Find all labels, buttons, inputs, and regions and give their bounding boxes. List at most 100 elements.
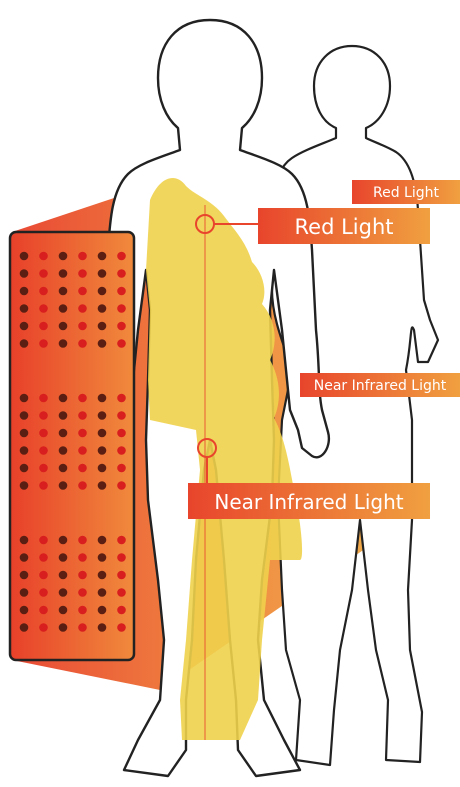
led-dot	[78, 252, 87, 261]
led-dot	[78, 339, 87, 348]
led-dot	[39, 339, 48, 348]
led-dot	[117, 588, 126, 597]
led-dot	[59, 571, 68, 580]
led-dot	[117, 536, 126, 545]
led-dot	[98, 252, 107, 261]
led-dot	[78, 588, 87, 597]
led-dot	[20, 623, 29, 632]
led-dot	[98, 394, 107, 403]
led-dot	[39, 464, 48, 473]
led-dot	[78, 571, 87, 580]
led-dot	[39, 304, 48, 313]
back-nir-label-text: Near Infrared Light	[314, 378, 447, 394]
led-dot	[98, 322, 107, 331]
led-dot	[117, 464, 126, 473]
led-dot	[78, 481, 87, 490]
led-dot	[59, 411, 68, 420]
led-dot	[78, 287, 87, 296]
led-dot	[39, 322, 48, 331]
led-dot	[39, 429, 48, 438]
led-dot	[59, 464, 68, 473]
back-red-light-label: Red Light	[352, 180, 460, 204]
led-dot	[98, 536, 107, 545]
led-dot	[59, 322, 68, 331]
led-dot	[98, 481, 107, 490]
led-dot	[20, 571, 29, 580]
led-dot	[20, 536, 29, 545]
led-dot	[39, 536, 48, 545]
led-dot	[59, 553, 68, 562]
back-red-light-label-text: Red Light	[373, 185, 439, 201]
led-dot	[39, 394, 48, 403]
led-dot	[78, 553, 87, 562]
led-dot	[98, 429, 107, 438]
led-dot	[98, 269, 107, 278]
led-dot	[39, 623, 48, 632]
led-dot	[78, 322, 87, 331]
led-dot	[20, 269, 29, 278]
led-dot	[59, 269, 68, 278]
led-dot	[117, 411, 126, 420]
led-dot	[98, 304, 107, 313]
led-dot	[39, 571, 48, 580]
led-dot	[117, 269, 126, 278]
led-dot	[117, 304, 126, 313]
led-dot	[39, 287, 48, 296]
led-dot	[59, 446, 68, 455]
led-dot	[20, 252, 29, 261]
led-dot	[78, 446, 87, 455]
led-dot	[59, 394, 68, 403]
led-dot	[59, 588, 68, 597]
led-dot	[78, 269, 87, 278]
led-dot	[98, 623, 107, 632]
led-dot	[98, 588, 107, 597]
red-light-label-text: Red Light	[295, 215, 394, 239]
led-dot	[117, 553, 126, 562]
led-dot	[59, 606, 68, 615]
led-dot	[39, 269, 48, 278]
led-dot	[20, 304, 29, 313]
led-dot	[39, 588, 48, 597]
led-dot	[59, 287, 68, 296]
led-dot	[59, 481, 68, 490]
led-dot	[39, 446, 48, 455]
led-dot	[39, 606, 48, 615]
led-dot	[20, 394, 29, 403]
led-dot	[78, 606, 87, 615]
led-dot	[20, 553, 29, 562]
led-dot	[117, 429, 126, 438]
led-dot	[59, 536, 68, 545]
led-dot	[117, 571, 126, 580]
led-dot	[98, 411, 107, 420]
led-dot	[20, 339, 29, 348]
led-dot	[117, 394, 126, 403]
led-dot	[117, 322, 126, 331]
back-nir-label: Near Infrared Light	[300, 373, 460, 397]
led-dot	[117, 446, 126, 455]
led-dot	[59, 429, 68, 438]
red-light-label: Red Light	[258, 208, 430, 244]
led-dot	[20, 588, 29, 597]
led-dot	[59, 304, 68, 313]
led-dot	[117, 339, 126, 348]
led-dot	[117, 481, 126, 490]
led-dot	[39, 411, 48, 420]
led-dot	[78, 536, 87, 545]
led-dot	[20, 287, 29, 296]
led-dot	[20, 411, 29, 420]
led-dot	[39, 481, 48, 490]
led-panel	[10, 232, 134, 660]
led-dot	[20, 429, 29, 438]
led-dot	[20, 446, 29, 455]
led-dot	[20, 606, 29, 615]
led-dot	[20, 481, 29, 490]
led-dot	[117, 287, 126, 296]
led-dot	[59, 339, 68, 348]
led-dot	[39, 553, 48, 562]
led-dot	[98, 606, 107, 615]
led-dot	[78, 394, 87, 403]
led-dot	[78, 304, 87, 313]
led-dot	[98, 571, 107, 580]
led-dot	[117, 623, 126, 632]
